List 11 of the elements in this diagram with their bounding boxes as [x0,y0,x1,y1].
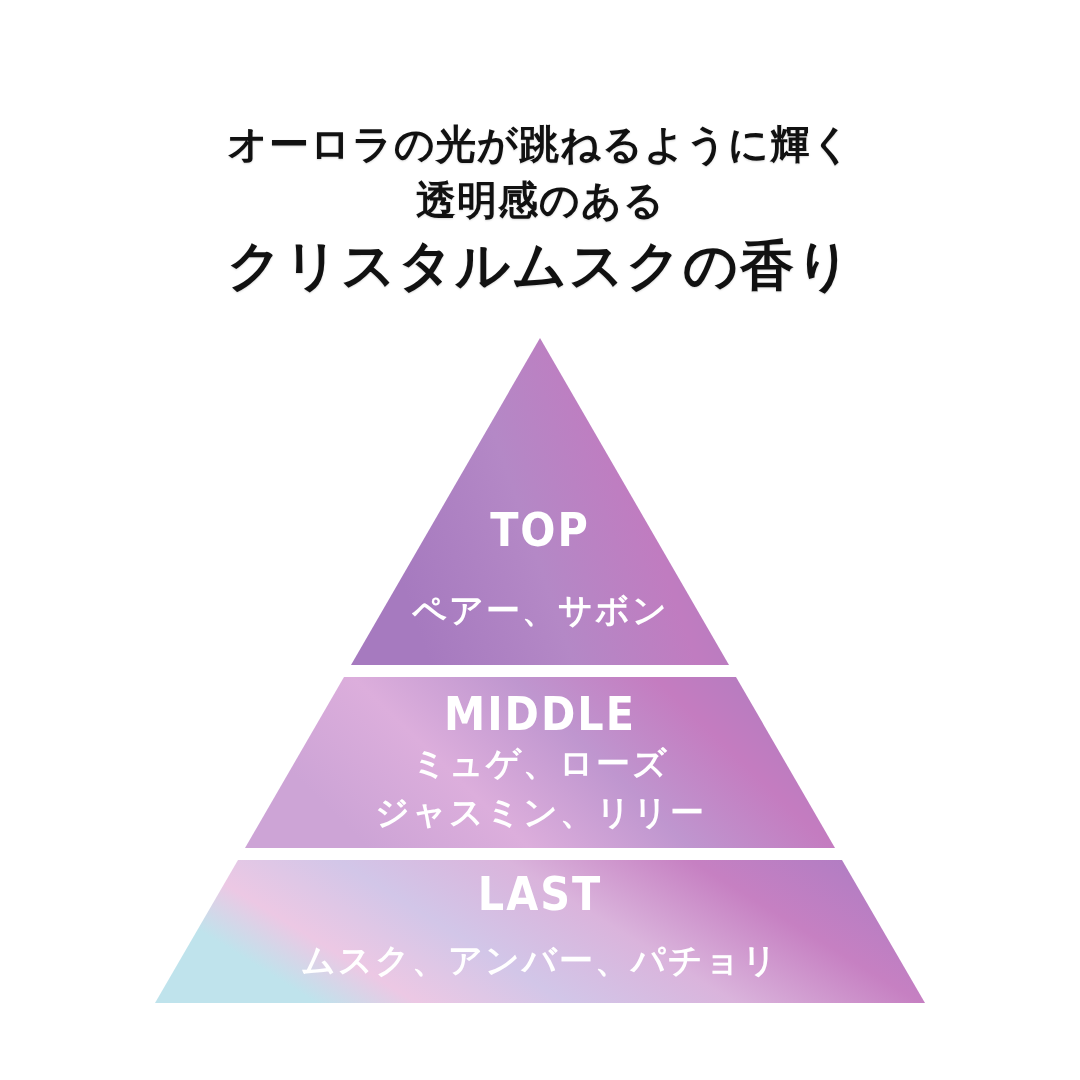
pyramid-tier [245,677,835,848]
fragrance-notes: ミュゲ、ローズ [411,743,669,784]
tier-heading: TOP [490,504,590,556]
fragrance-notes: ペアー、サボン [411,590,669,631]
lead-text: オーロラの光が跳ねるように輝く透明感のある [226,120,854,225]
tier-heading: LAST [477,868,603,920]
pyramid-tier [155,860,925,1003]
pyramid-tier [351,338,729,665]
title: クリスタルムスクの香り [227,233,853,299]
tier-heading: MIDDLE [444,688,636,740]
fragrance-notes: ジャスミン、リリー [374,792,706,833]
